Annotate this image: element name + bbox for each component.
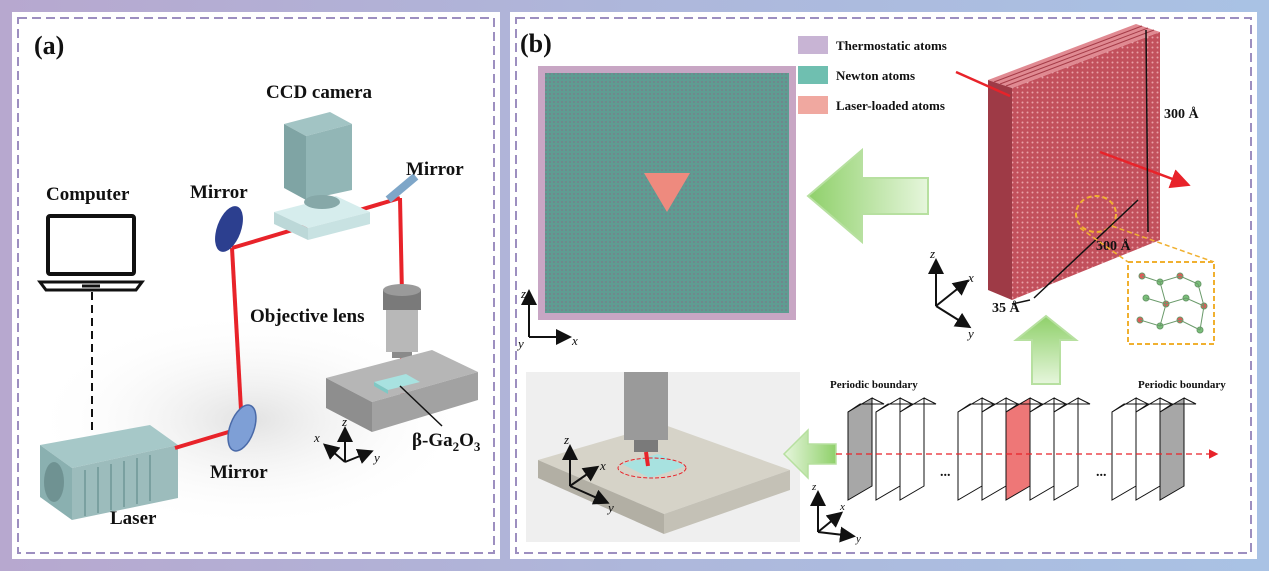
laser-label: Laser (110, 508, 157, 529)
green-arrow-right (782, 428, 837, 480)
dim-width-line (1033, 199, 1139, 299)
legend-swatch-newton (798, 66, 828, 84)
mirror-left-icon (215, 206, 243, 252)
legend-label-newton: Newton atoms (836, 68, 915, 83)
axis-b4-z: z (811, 481, 817, 493)
mirror-bottom-icon (227, 404, 257, 452)
ellipsis-2: ... (1096, 465, 1107, 480)
legend-label-thermostatic: Thermostatic atoms (836, 38, 947, 53)
axis-a-x: x (313, 430, 320, 445)
legend-swatch-laser (798, 96, 828, 114)
crystal-structure-icon (1136, 272, 1208, 334)
mirror-bottom-label: Mirror (210, 462, 268, 483)
axis-b1-x: x (571, 333, 578, 348)
legend: Thermostatic atoms Newton atoms Laser-lo… (798, 36, 947, 114)
legend-swatch-thermostatic (798, 36, 828, 54)
objective-lens-label: Objective lens (250, 306, 365, 327)
axis-b3-z: z (563, 432, 569, 447)
dim-depth-line (1011, 299, 1031, 305)
legend-label-laser: Laser-loaded atoms (836, 98, 945, 113)
mirror-right-label: Mirror (406, 159, 464, 180)
laser-icon (40, 425, 178, 520)
panel-b: (b) z x y Thermostatic atoms Newton atom… (510, 12, 1257, 559)
periodic-left-label: Periodic boundary (830, 379, 918, 391)
axis-b4-y: y (855, 533, 861, 545)
panel-a-border (17, 17, 495, 554)
dim-depth-label: 35 Å (992, 300, 1021, 316)
axis-b3-x: x (599, 458, 606, 473)
mirror-left-label: Mirror (190, 182, 248, 203)
panel-b-border (515, 17, 1252, 554)
laser-out-arrow (1099, 150, 1191, 189)
objective-lens-icon (383, 284, 421, 358)
atom-slab (988, 24, 1160, 300)
zoom-line-top (1111, 225, 1215, 263)
periodic-right-label: Periodic boundary (1138, 379, 1226, 391)
ccd-camera-icon (274, 112, 370, 240)
computer-label: Computer (46, 184, 130, 205)
slice-cell (847, 397, 885, 501)
axes-b3 (562, 444, 610, 505)
axes-b2 (928, 258, 972, 329)
dim-width-label: 300 Å (1096, 238, 1132, 254)
panel-a: (a) Computer Laser (12, 12, 500, 559)
axis-b2-y: y (966, 326, 974, 341)
sample-stage-icon (326, 350, 478, 432)
axis-b3-y: y (606, 500, 614, 515)
sample-pointer (399, 385, 443, 427)
axes-a (322, 426, 374, 464)
slice-cell (1053, 397, 1091, 501)
axis-b2-z: z (929, 246, 935, 261)
axis-b4-x: x (839, 501, 845, 513)
mirror-right-icon (385, 173, 419, 203)
zoom-line-left (1079, 227, 1129, 263)
axis-b1-y: y (516, 336, 524, 351)
slice-cell (899, 397, 937, 501)
green-arrow-left (806, 147, 929, 245)
axis-a-y: y (372, 450, 380, 465)
laser-in-line (955, 70, 1011, 98)
axis-b1-z: z (520, 286, 526, 301)
dim-height-label: 300 Å (1164, 106, 1200, 122)
slice-cells (847, 397, 1197, 501)
laser-loaded-triangle (644, 173, 690, 212)
axes-b1 (521, 289, 572, 345)
axis-b2-x: x (967, 270, 974, 285)
dim-height-line (1145, 29, 1149, 233)
axis-a-z: z (341, 414, 347, 429)
slice-cell (1159, 397, 1197, 501)
panel-b-label: (b) (520, 29, 552, 58)
green-arrow-up (1013, 314, 1079, 385)
sample-label: β-Ga2O3 (412, 430, 481, 454)
ellipsis-1: ... (940, 465, 951, 480)
computer-icon (37, 214, 145, 292)
axes-b4 (810, 490, 856, 543)
panel-a-label: (a) (34, 31, 64, 60)
ccd-camera-label: CCD camera (266, 82, 373, 103)
